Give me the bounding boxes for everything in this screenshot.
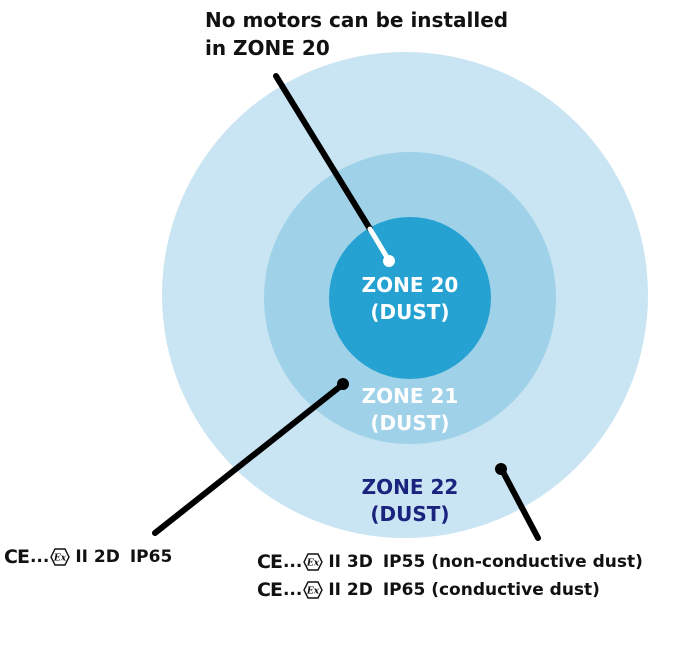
zone-21-marking: CE ... Ex II 2D IP65: [4, 545, 172, 569]
zone-22-conductive-category: II 2D: [328, 580, 373, 600]
zone-22-label: ZONE 22 (DUST): [310, 474, 510, 528]
note-line-1: No motors can be installed: [205, 8, 509, 32]
zone-21-type: (DUST): [370, 411, 450, 435]
zone-22-conductive-ip: IP65 (conductive dust): [382, 580, 600, 600]
note-line-2: in ZONE 20: [205, 36, 330, 60]
svg-text:Ex: Ex: [306, 587, 320, 597]
ce-mark: CE: [257, 551, 283, 573]
marking-ellipsis: ...: [282, 552, 303, 572]
ex-hexagon-icon: Ex: [50, 548, 71, 566]
zone-21-leader-line: [152, 382, 345, 536]
zone-20-leader-dot: [383, 255, 395, 267]
zone-21-ip: IP65: [129, 547, 173, 567]
zone-21-leader-dot: [337, 378, 349, 390]
zone-21-category: II 2D: [75, 547, 120, 567]
ex-hexagon-icon: Ex: [303, 553, 324, 571]
svg-text:Ex: Ex: [306, 559, 320, 569]
ce-mark: CE: [257, 579, 283, 601]
zone-22-nonconductive-marking: CE ... Ex II 3D IP55 (non-conductive dus…: [257, 550, 643, 574]
zone-20-leader-tip: [367, 226, 391, 262]
svg-text:Ex: Ex: [53, 554, 67, 564]
ex-hexagon-icon: Ex: [303, 581, 324, 599]
zone-22-leader-line: [499, 467, 541, 541]
zone-20-label: ZONE 20 (DUST): [310, 272, 510, 326]
zone-21-label: ZONE 21 (DUST): [310, 383, 510, 437]
zone-22-leader-dot: [495, 463, 507, 475]
no-motors-note: No motors can be installed in ZONE 20: [205, 6, 508, 62]
zone-20-leader-line: [273, 73, 373, 232]
zone-22-nonconductive-ip: IP55 (non-conductive dust): [382, 552, 643, 572]
zone-20-type: (DUST): [370, 300, 450, 324]
marking-ellipsis: ...: [29, 547, 50, 567]
ce-mark: CE: [4, 546, 30, 568]
marking-ellipsis: ...: [282, 580, 303, 600]
zone-20-circle: [329, 217, 491, 379]
zone-22-name: ZONE 22: [361, 475, 459, 499]
zone-22-nonconductive-category: II 3D: [328, 552, 373, 572]
zone-21-name: ZONE 21: [361, 384, 459, 408]
zone-22-type: (DUST): [370, 502, 450, 526]
zone-22-conductive-marking: CE ... Ex II 2D IP65 (conductive dust): [257, 578, 600, 602]
zone-20-name: ZONE 20: [361, 273, 459, 297]
